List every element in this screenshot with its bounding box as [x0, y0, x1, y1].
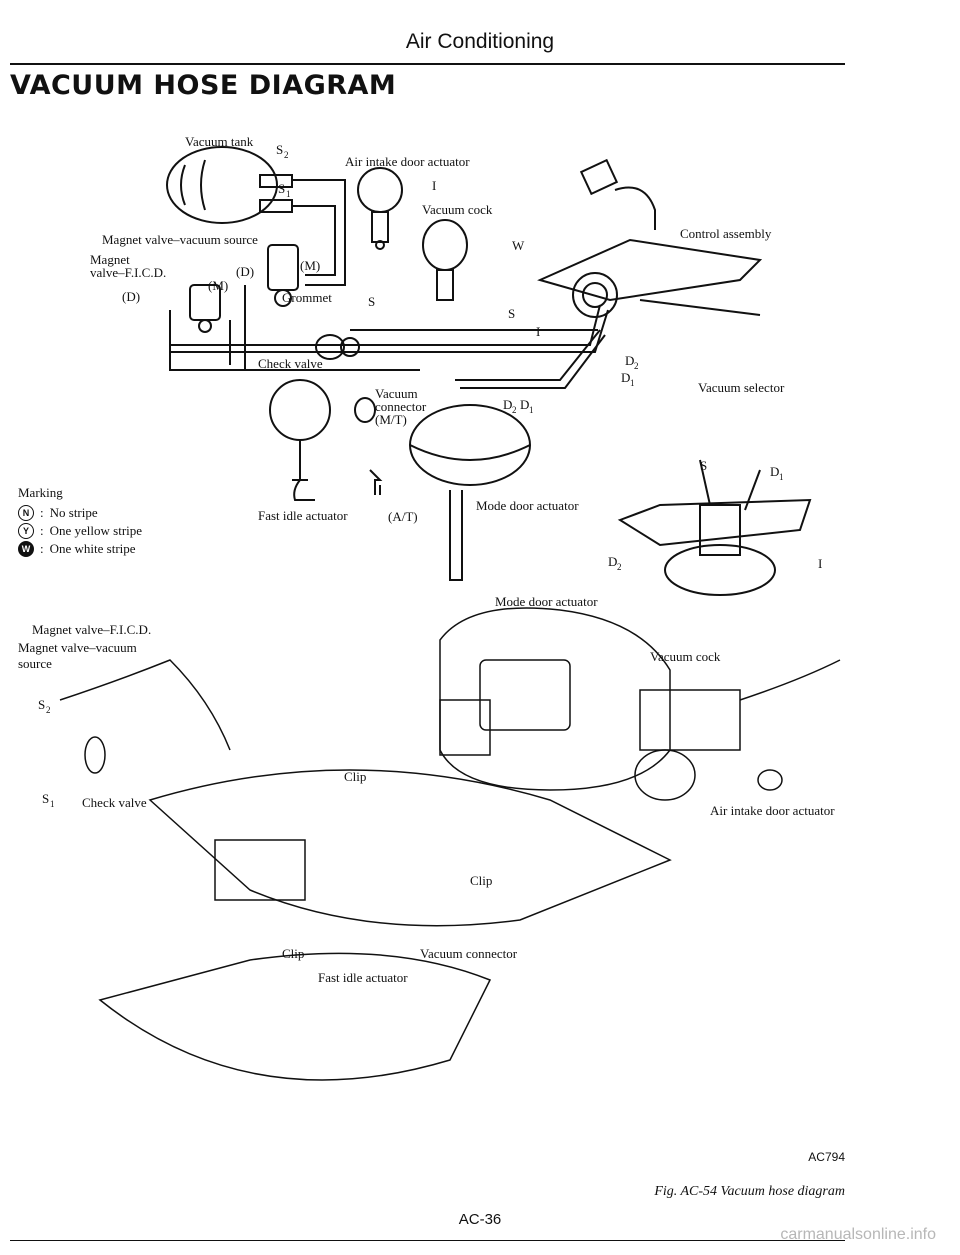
d1-label-2: D	[520, 397, 529, 412]
d2-sub: 2	[634, 361, 639, 371]
s1-sub-2: 1	[50, 799, 55, 809]
footer-rule	[10, 1240, 845, 1241]
d2-label-3: D	[608, 554, 617, 569]
vacuum-cock-label-2: Vacuum cock	[650, 649, 721, 664]
engine-bay-sketch	[59, 607, 841, 1081]
magnet-valve-vacuum-source-label: Magnet valve–vacuum source	[102, 232, 258, 247]
d1-label-3: D	[770, 464, 779, 479]
d1-label: D	[621, 370, 630, 385]
mode-door-actuator-label: Mode door actuator	[476, 498, 579, 513]
vacuum-tank	[166, 146, 293, 224]
vacuum-cock-label: Vacuum cock	[422, 202, 493, 217]
d1-sub-3: 1	[779, 472, 784, 482]
yellow-stripe-icon: Y	[18, 523, 34, 539]
control-assembly	[537, 158, 763, 318]
fast-idle-actuator	[269, 379, 331, 501]
air-intake-door-actuator-label-2: Air intake door actuator	[710, 803, 835, 818]
s2-sub-2: 2	[46, 705, 51, 715]
i-port-label-3: I	[818, 556, 822, 571]
vacuum-tank-label: Vacuum tank	[185, 134, 254, 149]
marking-legend: Marking N : No stripe Y : One yellow str…	[18, 484, 142, 558]
check-valve	[315, 334, 360, 360]
at-label: (A/T)	[388, 509, 418, 524]
s1-label-2: S	[42, 791, 49, 806]
check-valve-label: Check valve	[258, 356, 323, 371]
d-port-label-2: (D)	[236, 264, 254, 279]
legend-desc-yellow-stripe: One yellow stripe	[49, 523, 143, 538]
magnet-valve-ficd-label-2: Magnet valve–F.I.C.D.	[32, 622, 151, 637]
d2-label-2: D	[503, 397, 512, 412]
magnet-valve-vacuum-label-2: Magnet valve–vacuum	[18, 640, 137, 655]
magnet-label: Magnet	[90, 252, 130, 267]
vacuum-connector-label-2: Vacuum connector	[420, 946, 518, 961]
air-intake-door-actuator	[357, 167, 403, 250]
legend-row-white-stripe: W : One white stripe	[18, 540, 142, 558]
check-valve-label-2: Check valve	[82, 795, 147, 810]
legend-colon: :	[40, 505, 44, 520]
legend-colon: :	[40, 523, 44, 538]
control-assembly-label: Control assembly	[680, 226, 772, 241]
vacuum-connector	[354, 397, 383, 495]
d2-sub-2: 2	[512, 405, 517, 415]
legend-colon: :	[40, 541, 44, 556]
s1-label: S	[278, 181, 285, 196]
section-header: Air Conditioning	[405, 30, 555, 53]
figure-caption: Fig. AC-54 Vacuum hose diagram	[654, 1184, 845, 1199]
d1-sub: 1	[630, 378, 635, 388]
header-rule	[10, 63, 845, 65]
d2-label: D	[625, 353, 634, 368]
mt-label: (M/T)	[375, 412, 407, 427]
fast-idle-actuator-label: Fast idle actuator	[258, 508, 348, 523]
vacuum-selector	[617, 459, 812, 596]
i-port-label: I	[432, 178, 436, 193]
source-label: source	[18, 656, 52, 671]
legend-desc-white-stripe: One white stripe	[49, 541, 136, 556]
vacuum-cock	[422, 219, 468, 301]
page-title: VACUUM HOSE DIAGRAM	[10, 70, 397, 101]
vacuum-connector-label: Vacuum	[375, 386, 418, 401]
air-intake-door-actuator-label: Air intake door actuator	[345, 154, 470, 169]
m-port-label-2: (M)	[208, 278, 228, 293]
magnet-valve-ficd	[189, 284, 221, 333]
w-port-label: W	[512, 238, 525, 253]
s2-sub: 2	[284, 150, 289, 160]
fast-idle-actuator-label-2: Fast idle actuator	[318, 970, 408, 985]
figure-code: AC794	[808, 1150, 845, 1164]
s1-sub: 1	[286, 189, 291, 199]
s2-label: S	[276, 142, 283, 157]
vacuum-selector-label: Vacuum selector	[698, 380, 785, 395]
s2-label-2: S	[38, 697, 45, 712]
magnet-valve-vacuum-source	[267, 244, 299, 307]
valve-ficd-label: valve–F.I.C.D.	[90, 265, 166, 280]
clip-label-3: Clip	[282, 946, 304, 961]
mode-door-actuator-label-2: Mode door actuator	[495, 594, 598, 609]
white-stripe-icon: W	[18, 541, 34, 557]
legend-desc-no-stripe: No stripe	[49, 505, 98, 520]
connector-label: connector	[375, 399, 427, 414]
clip-label-2: Clip	[470, 873, 492, 888]
d1-sub-2: 1	[529, 405, 534, 415]
legend-title: Marking	[18, 485, 63, 500]
page-number: AC-36	[458, 1211, 502, 1228]
m-port-label-1: (M)	[300, 258, 320, 273]
grommet-label: Grommet	[282, 290, 332, 305]
s-port-label-2: S	[508, 306, 515, 321]
no-stripe-icon: N	[18, 505, 34, 521]
clip-label-1: Clip	[344, 769, 366, 784]
i-port-label-2: I	[536, 324, 540, 339]
d-port-label-1: (D)	[122, 289, 140, 304]
legend-row-no-stripe: N : No stripe	[18, 504, 142, 522]
mode-door-actuator	[409, 404, 531, 581]
legend-row-yellow-stripe: Y : One yellow stripe	[18, 522, 142, 540]
s-port-label-3: S	[700, 458, 707, 473]
watermark: carmanualsonline.info	[780, 1226, 936, 1243]
s-port-label: S	[368, 294, 375, 309]
d2-sub-3: 2	[617, 562, 622, 572]
